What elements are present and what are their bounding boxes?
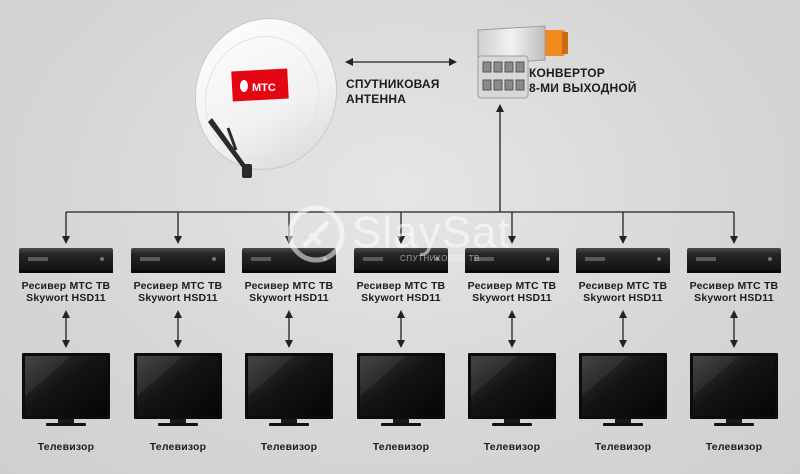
receiver-label-line1: Ресивер МТС ТВ [356,280,446,292]
receiver-label-line2: Skywort HSD11 [361,292,441,304]
receiver-box [465,248,559,273]
tv-label: Телевизор [594,441,652,453]
tv-label: Телевизор [705,441,763,453]
tv-row [22,353,778,426]
receiver-row [19,248,781,273]
watermark: SlaySat СПУТНИКОВОЕ ТВ [282,200,582,270]
antenna-label-line1: СПУТНИКОВАЯ [346,77,440,91]
receiver-label-line2: Skywort HSD11 [694,292,774,304]
receiver-box [354,248,448,273]
converter-label-line2: 8-МИ ВЫХОДНОЙ [529,81,637,95]
tv-set [134,353,222,426]
converter-label-line1: КОНВЕРТОР [529,66,606,80]
tv-label: Телевизор [37,441,95,453]
tv-set [690,353,778,426]
receiver-label-line2: Skywort HSD11 [26,292,106,304]
satellite-watermark-icon [287,205,345,263]
mts-logo-text: МТС [252,82,276,94]
tv-label: Телевизор [372,441,430,453]
receiver-box [576,248,670,273]
receiver-label-line2: Skywort HSD11 [138,292,218,304]
tv-set [357,353,445,426]
receiver-label-line1: Ресивер МТС ТВ [244,280,334,292]
antenna-label-line2: АНТЕННА [346,92,407,106]
tv-set [245,353,333,426]
tv-set [22,353,110,426]
receiver-box [19,248,113,273]
receiver-label-line1: Ресивер МТС ТВ [689,280,779,292]
tv-label: Телевизор [149,441,207,453]
tv-label: Телевизор [483,441,541,453]
receiver-label-line1: Ресивер МТС ТВ [133,280,223,292]
satellite-dish: МТС [194,18,338,178]
receiver-label-line1: Ресивер МТС ТВ [21,280,111,292]
receiver-label-line2: Skywort HSD11 [472,292,552,304]
receiver-label-line2: Skywort HSD11 [583,292,663,304]
tv-set [579,353,667,426]
watermark-subtext: СПУТНИКОВОЕ ТВ [400,254,480,263]
tv-label: Телевизор [260,441,318,453]
receiver-label-line2: Skywort HSD11 [249,292,329,304]
receiver-tv-arrows [62,310,738,348]
receiver-label-line1: Ресивер МТС ТВ [578,280,668,292]
receiver-label-line1: Ресивер МТС ТВ [467,280,557,292]
antenna-label: СПУТНИКОВАЯ АНТЕННА [346,77,440,107]
mts-logo [231,68,289,102]
receiver-box [131,248,225,273]
receiver-box [687,248,781,273]
converter-label: КОНВЕРТОР 8-МИ ВЫХОДНОЙ [529,66,637,96]
watermark-text: SlaySat [352,208,511,257]
tv-set [468,353,556,426]
lnb-converter [477,25,568,99]
